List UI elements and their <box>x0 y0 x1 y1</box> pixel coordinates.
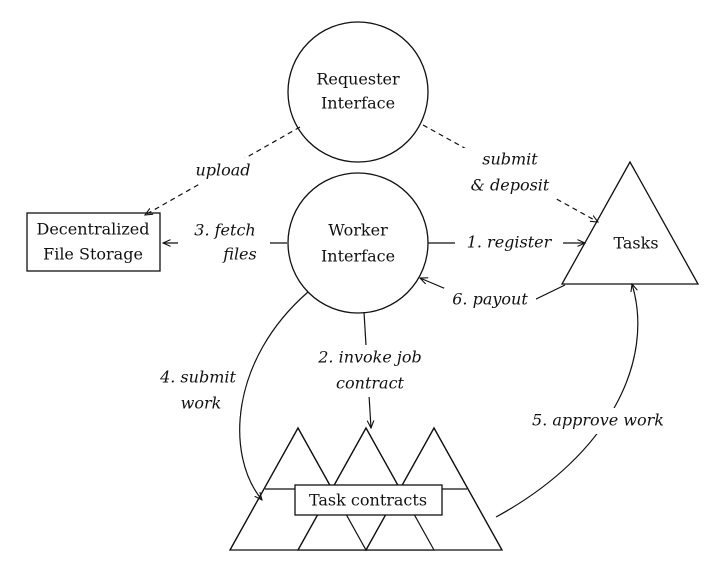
submit-work-line2: work <box>181 394 222 413</box>
edge-invoke-contract: 2. invoke job contract <box>302 311 438 428</box>
submit-work-line1: 4. submit <box>159 368 236 387</box>
edge-approve-work: 5. approve work <box>495 284 676 518</box>
edge-submit-deposit: submit & deposit <box>422 124 598 222</box>
fetch-files-line1: 3. fetch <box>194 221 255 240</box>
invoke-line1: 2. invoke job <box>317 348 422 367</box>
invoke-line2: contract <box>336 374 404 393</box>
storage-label-line1: Decentralized <box>36 220 149 239</box>
register-label: 1. register <box>467 233 553 252</box>
worker-interface-node: Worker Interface <box>287 172 429 314</box>
fetch-files-line2: files <box>222 245 256 264</box>
task-contracts-node: Task contracts <box>228 426 504 552</box>
worker-label-line1: Worker <box>328 221 388 240</box>
requester-label-line2: Interface <box>321 94 395 113</box>
edge-upload: upload <box>145 126 301 215</box>
payout-label: 6. payout <box>452 290 528 309</box>
requester-interface-node: Requester Interface <box>287 21 429 163</box>
file-storage-node: Decentralized File Storage <box>26 212 161 272</box>
tasks-node: Tasks <box>560 160 700 285</box>
edge-register: 1. register <box>428 231 585 255</box>
approve-work-label: 5. approve work <box>532 411 664 430</box>
task-contracts-label: Task contracts <box>309 491 427 510</box>
worker-label-line2: Interface <box>321 247 395 266</box>
edge-fetch-files: 3. fetch files <box>163 221 287 268</box>
edge-submit-work: 4. submit work <box>154 291 309 500</box>
submit-deposit-line1: submit <box>482 150 538 169</box>
submit-deposit-line2: & deposit <box>471 176 550 195</box>
requester-label-line1: Requester <box>316 70 400 89</box>
upload-label: upload <box>195 161 250 180</box>
edge-payout: 6. payout <box>420 278 566 312</box>
tasks-label: Tasks <box>613 234 658 253</box>
storage-label-line2: File Storage <box>43 245 143 264</box>
